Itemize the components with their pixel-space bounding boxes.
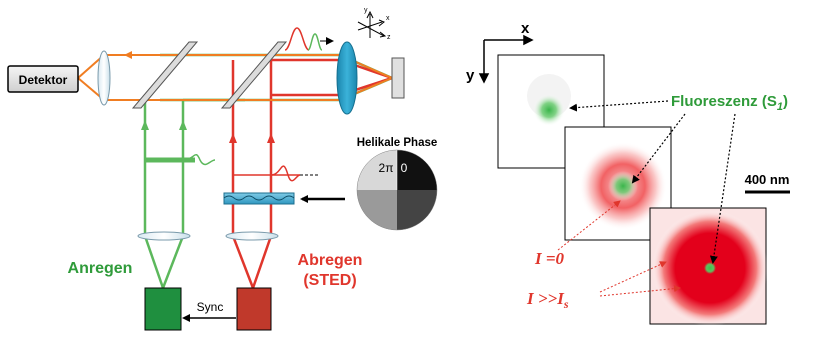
helical-phase-title: Helikale Phase <box>357 137 438 149</box>
image-panel-excitation <box>497 54 605 169</box>
axis-y-small: y <box>364 7 368 14</box>
phase-label-zero: 0 <box>401 161 408 175</box>
image-axes <box>478 34 534 84</box>
detector: Detektor <box>7 65 79 93</box>
scale-bar-label: 400 nm <box>745 172 790 187</box>
dichroic-mirror-1 <box>131 41 199 109</box>
phase-plate <box>223 192 295 205</box>
excitation-collimator-lens <box>137 231 191 241</box>
phase-label-2pi: 2π <box>379 161 394 175</box>
excitation-beam-arrows <box>141 120 187 130</box>
intensity-high-label: I >>Is <box>526 289 569 311</box>
pulse-pictogram <box>284 27 334 51</box>
helical-phase-disc <box>356 149 438 231</box>
xyz-axes <box>357 10 387 38</box>
excitation-laser <box>144 287 182 331</box>
axis-z-small: z <box>387 34 391 41</box>
image-panel-depletion-high <box>649 207 768 326</box>
depletion-beam-arrows <box>229 133 275 143</box>
depletion-label-line2: (STED) <box>303 272 356 289</box>
fluorescence-pointers <box>569 100 736 264</box>
excitation-label: Anregen <box>68 260 133 277</box>
axis-x-small: x <box>386 15 390 22</box>
dichroic-mirror-2 <box>220 41 288 109</box>
objective-lens <box>336 41 358 115</box>
intensity-pointers <box>557 200 681 297</box>
fluorescence-label: Fluoreszenz (S1) <box>671 93 788 113</box>
depletion-collimator-lens <box>225 231 279 241</box>
image-axis-x: x <box>521 20 530 37</box>
image-axis-y: y <box>466 67 475 84</box>
sample-slide <box>391 57 405 99</box>
depletion-laser <box>236 287 272 331</box>
fluorescence-arrows <box>124 51 132 59</box>
image-panel-depletion-low <box>564 126 672 241</box>
depletion-label-line1: Abregen <box>298 252 363 269</box>
sync-label: Sync <box>197 300 224 314</box>
intensity-zero-label: I =0 <box>534 249 565 268</box>
excitation-pulse <box>145 153 216 166</box>
detector-label: Detektor <box>19 73 68 87</box>
depletion-pulse <box>233 165 318 182</box>
detector-lens <box>97 50 111 106</box>
